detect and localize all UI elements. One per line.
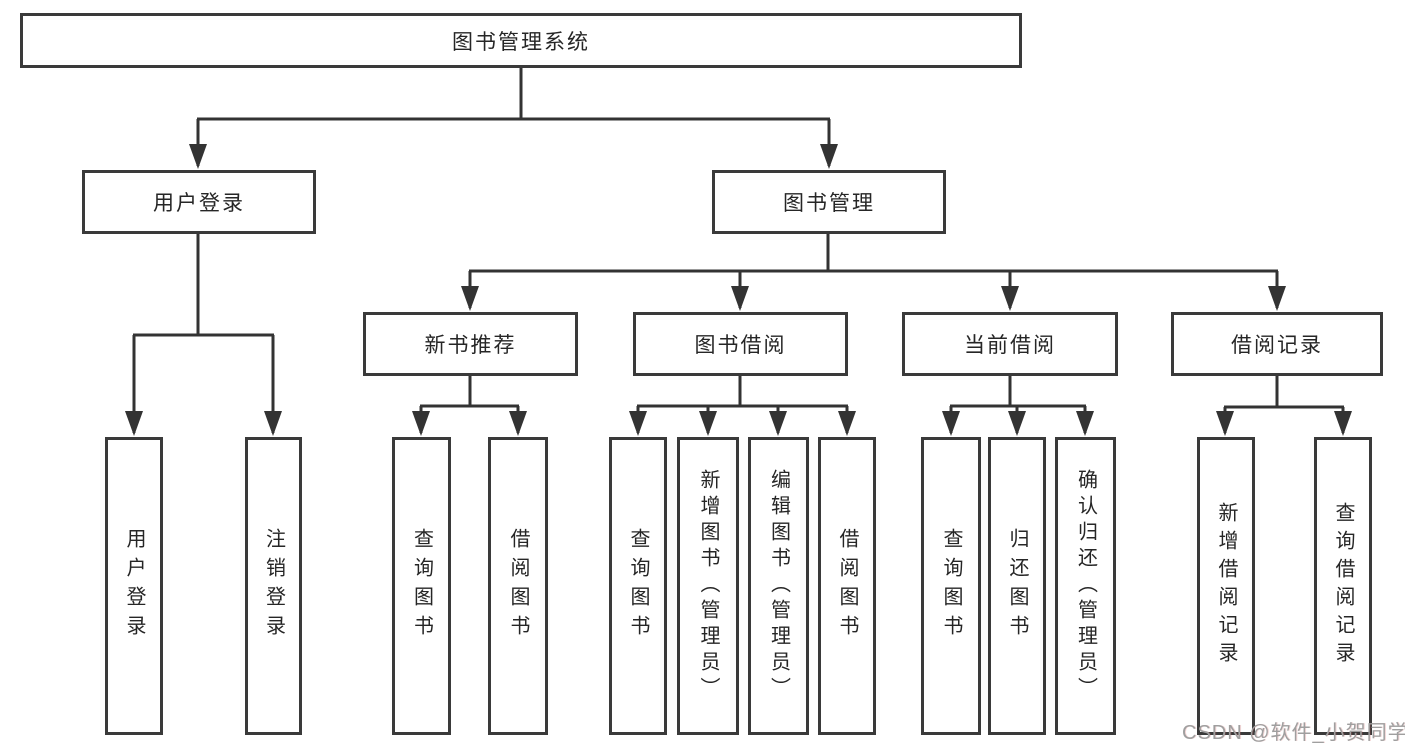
leaf-current-return: 归还图书: [988, 437, 1046, 735]
leaf-borrow-edit-label: 编辑图书（管理员）: [767, 469, 790, 703]
leaf-logout-label: 注销登录: [262, 528, 285, 644]
node-user-login: 用户登录: [82, 170, 316, 234]
node-borrow-records: 借阅记录: [1171, 312, 1383, 376]
leaf-borrow-add: 新增图书（管理员）: [677, 437, 739, 735]
leaf-records-query: 查询借阅记录: [1314, 437, 1372, 735]
node-user-login-label: 用户登录: [153, 192, 245, 215]
leaf-current-confirm-return: 确认归还（管理员）: [1055, 437, 1116, 735]
leaf-records-add: 新增借阅记录: [1197, 437, 1255, 735]
leaf-borrow-borrow-label: 借阅图书: [836, 528, 858, 644]
csdn-watermark: CSDN @软件_小贺同学: [1182, 722, 1405, 744]
leaf-borrow-borrow: 借阅图书: [818, 437, 876, 735]
node-root: 图书管理系统: [20, 13, 1022, 68]
leaf-borrow-query: 查询图书: [609, 437, 667, 735]
leaf-borrow-query-label: 查询图书: [627, 528, 649, 644]
leaf-records-add-label: 新增借阅记录: [1215, 502, 1237, 670]
leaf-newbook-query-label: 查询图书: [410, 528, 433, 644]
leaf-logout: 注销登录: [245, 437, 302, 735]
node-current-borrow-label: 当前借阅: [964, 334, 1056, 357]
leaf-borrow-add-label: 新增图书（管理员）: [697, 469, 719, 703]
leaf-user-login-label: 用户登录: [123, 528, 145, 644]
leaf-records-query-label: 查询借阅记录: [1332, 502, 1354, 670]
leaf-newbook-borrow-label: 借阅图书: [507, 528, 529, 644]
node-root-label: 图书管理系统: [452, 30, 590, 54]
leaf-current-query: 查询图书: [921, 437, 981, 735]
node-new-book-recommend-label: 新书推荐: [424, 334, 517, 357]
leaf-newbook-query: 查询图书: [392, 437, 451, 735]
node-book-borrow: 图书借阅: [633, 312, 848, 376]
node-current-borrow: 当前借阅: [902, 312, 1118, 376]
node-borrow-records-label: 借阅记录: [1231, 334, 1323, 357]
leaf-current-query-label: 查询图书: [940, 528, 962, 644]
node-book-borrow-label: 图书借阅: [694, 334, 787, 357]
leaf-current-confirm-return-label: 确认归还（管理员）: [1074, 469, 1097, 703]
leaf-current-return-label: 归还图书: [1006, 528, 1028, 644]
node-book-management: 图书管理: [712, 170, 946, 234]
leaf-newbook-borrow: 借阅图书: [488, 437, 548, 735]
leaf-borrow-edit: 编辑图书（管理员）: [748, 437, 809, 735]
node-book-management-label: 图书管理: [783, 192, 875, 215]
leaf-user-login: 用户登录: [105, 437, 163, 735]
node-new-book-recommend: 新书推荐: [363, 312, 578, 376]
